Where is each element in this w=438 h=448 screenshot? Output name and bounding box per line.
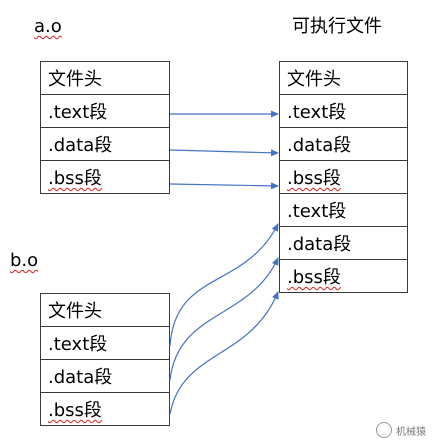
ao-table: 文件头 .text段 .data段 .bss段 xyxy=(40,61,170,194)
exe-table: 文件头 .text段 .data段 .bss段 .text段 .data段 .b… xyxy=(279,61,408,293)
arrow-bo-text xyxy=(169,223,279,347)
arrow-ao-bss xyxy=(169,182,279,190)
exe-label: 可执行文件 xyxy=(292,16,382,37)
bo-text-cell: .text段 xyxy=(40,326,170,360)
ao-bss-cell: .bss段 xyxy=(40,160,170,194)
exe-data-cell-a: .data段 xyxy=(279,127,408,161)
ao-bss-label: .bss段 xyxy=(48,168,102,189)
ao-label: a.o xyxy=(34,16,62,37)
arrow-bo-data xyxy=(169,257,279,381)
exe-bss-label-a: .bss段 xyxy=(287,168,341,189)
ao-header-cell: 文件头 xyxy=(40,61,170,95)
exe-bss-label-b: .bss段 xyxy=(287,267,341,288)
bo-label: b.o xyxy=(10,250,39,271)
wechat-icon xyxy=(376,422,392,438)
bo-header-cell: 文件头 xyxy=(40,293,170,327)
bo-bss-label: .bss段 xyxy=(48,400,102,421)
arrow-ao-data xyxy=(169,149,279,157)
exe-bss-cell-b: .bss段 xyxy=(279,259,408,293)
bo-table: 文件头 .text段 .data段 .bss段 xyxy=(40,293,170,426)
bo-bss-cell: .bss段 xyxy=(40,392,170,426)
exe-header-cell: 文件头 xyxy=(279,61,408,95)
exe-text-cell-a: .text段 xyxy=(279,94,408,128)
arrow-bo-bss xyxy=(169,291,279,415)
ao-data-cell: .data段 xyxy=(40,127,170,161)
watermark: 机械猿 xyxy=(376,422,426,438)
watermark-label: 机械猿 xyxy=(396,426,426,438)
exe-text-cell-b: .text段 xyxy=(279,193,408,227)
ao-text-cell: .text段 xyxy=(40,94,170,128)
